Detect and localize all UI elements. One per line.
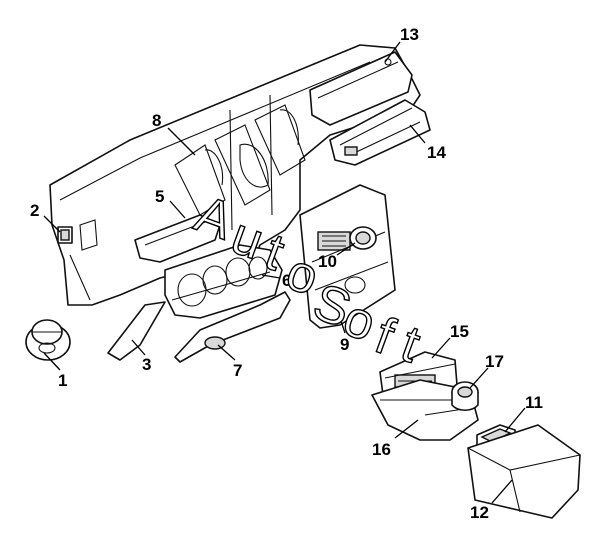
leader-2	[43, 215, 61, 233]
leader-10	[336, 242, 356, 256]
leader-14	[409, 124, 426, 144]
switch-part	[57, 226, 73, 244]
leader-9	[339, 317, 346, 334]
callout-1: 1	[58, 371, 67, 390]
callout-8: 8	[152, 111, 161, 130]
callout-14: 14	[427, 143, 446, 162]
trim-strip-part	[134, 214, 221, 263]
leader-12	[491, 479, 513, 504]
leader-5	[169, 200, 186, 219]
leader-7	[217, 344, 236, 361]
leader-16	[394, 419, 419, 439]
callout-10: 10	[318, 252, 337, 271]
callout-2: 2	[30, 201, 39, 220]
round-switch-part	[349, 226, 377, 250]
center-panel-part	[299, 184, 396, 329]
cup-holder-part	[451, 381, 479, 412]
callout-6: 6	[282, 271, 291, 290]
leader-15	[431, 337, 451, 359]
callout-13: 13	[400, 25, 419, 44]
knob-part	[25, 319, 71, 361]
watermark: A u t o S o f t	[187, 184, 428, 375]
leader-lines	[43, 41, 526, 504]
leader-13	[384, 41, 401, 63]
leader-3	[131, 339, 146, 356]
leader-11	[504, 407, 526, 433]
callout-7: 7	[233, 361, 242, 380]
glovebox-tray-part	[329, 99, 431, 166]
leader-17	[469, 367, 489, 389]
callout-9: 9	[340, 335, 349, 354]
armrest-box-part	[467, 424, 581, 519]
callout-3: 3	[142, 355, 151, 374]
glovebox-lid-part	[309, 51, 413, 126]
callout-labels: 1 2 3 5 6 7 8 9 10 11 12 13 14 15 16 17	[30, 25, 543, 522]
callout-12: 12	[470, 503, 489, 522]
left-trim-part	[107, 301, 166, 361]
lower-trim-part	[174, 291, 291, 363]
leader-8	[167, 127, 196, 156]
leader-6	[261, 274, 281, 279]
callout-15: 15	[450, 322, 469, 341]
callout-17: 17	[485, 352, 504, 371]
instrument-cluster-part	[164, 244, 283, 319]
callout-5: 5	[155, 187, 164, 206]
callout-16: 16	[372, 440, 391, 459]
callout-11: 11	[525, 393, 543, 412]
leader-1	[43, 352, 61, 371]
